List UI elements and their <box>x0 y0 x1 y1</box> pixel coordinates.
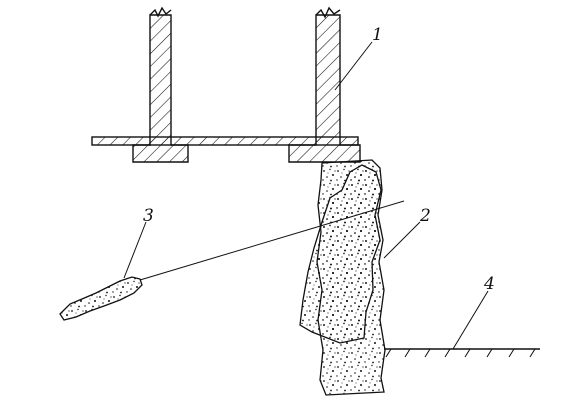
leader-1 <box>334 41 373 91</box>
ground-surface <box>384 348 540 358</box>
label-3: 3 <box>143 206 154 226</box>
leader-3 <box>123 221 147 279</box>
label-1: 1 <box>372 25 383 45</box>
leader-2 <box>383 221 421 259</box>
label-2: 2 <box>419 206 431 226</box>
label-4: 4 <box>483 274 495 294</box>
left-wall <box>132 6 189 163</box>
floor-slab <box>91 136 359 146</box>
grout-bulb <box>59 276 143 321</box>
injection-line <box>139 200 405 281</box>
leader-4 <box>452 290 489 350</box>
